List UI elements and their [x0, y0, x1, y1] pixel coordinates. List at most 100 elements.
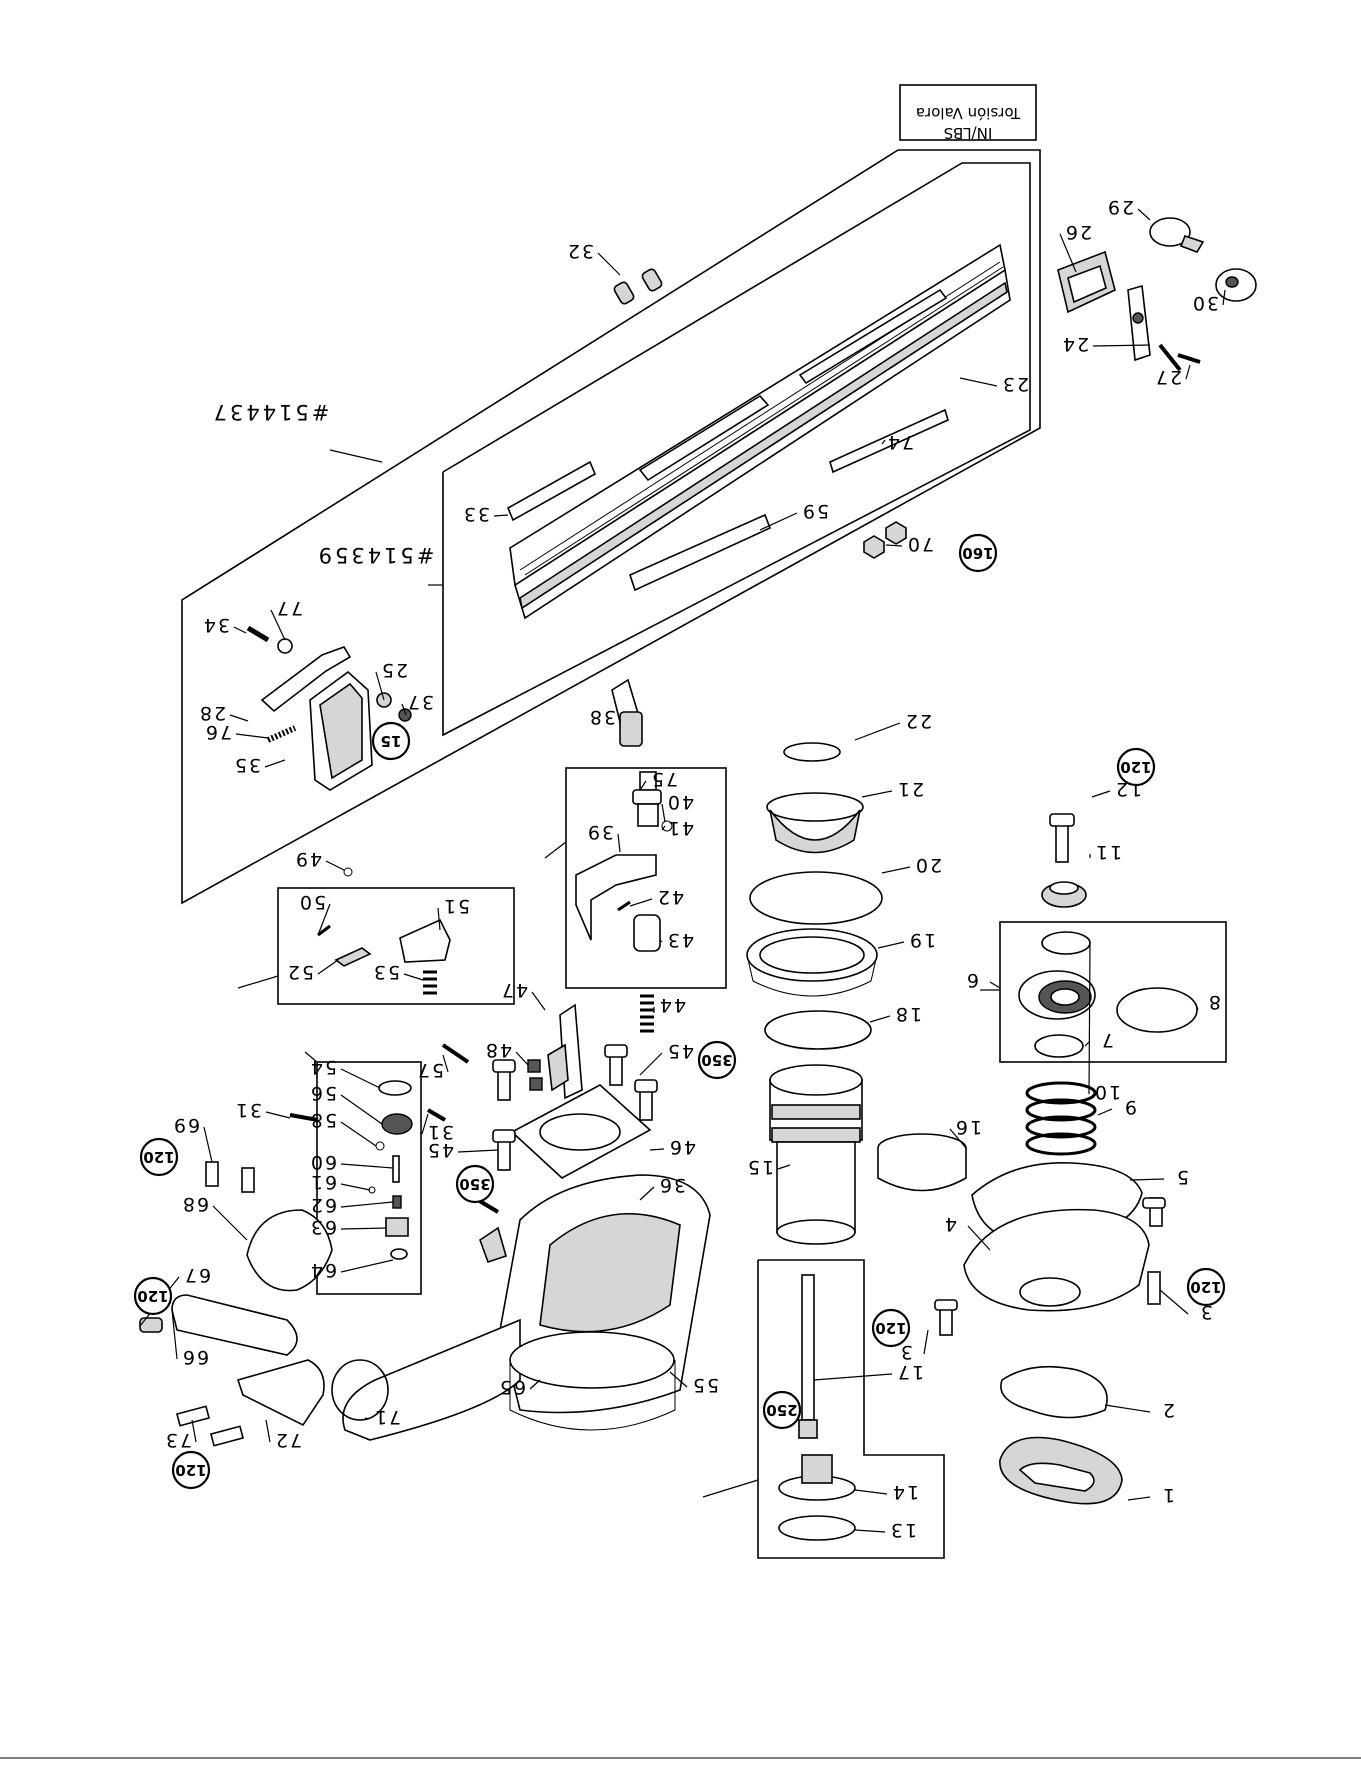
leader-line — [661, 825, 666, 831]
torque-badge: 120 — [133, 1276, 173, 1316]
part-label: 40 — [666, 791, 694, 813]
part-label: 56 — [309, 1082, 337, 1104]
leader-line — [265, 1419, 271, 1443]
leader-line — [1092, 344, 1151, 347]
part-61 — [479, 1226, 507, 1264]
part-label: 28 — [198, 702, 226, 724]
leader-line — [861, 790, 893, 798]
gasket-2 — [1000, 1365, 1108, 1419]
leader-line — [1129, 1178, 1165, 1181]
part-48 — [527, 1059, 543, 1091]
part-label: 65 — [498, 1376, 526, 1398]
bracket-67 — [171, 1294, 298, 1356]
torque-badge: 350 — [455, 1164, 495, 1204]
torque-badge: 120 — [871, 1308, 911, 1348]
part-label: 68 — [181, 1193, 209, 1215]
part-label: 5 — [1175, 1166, 1189, 1188]
leader-line — [1088, 943, 1091, 1095]
part-label: 58 — [309, 1109, 337, 1131]
part-label: 63 — [309, 1216, 337, 1238]
part-label: 57 — [416, 1059, 444, 1081]
leader-line — [1097, 1108, 1113, 1116]
bolt-12 — [1049, 813, 1075, 863]
part-label: 77 — [275, 597, 303, 619]
part-29-cap — [1149, 217, 1205, 253]
leader-line — [649, 1148, 665, 1151]
magazine-rail — [509, 243, 1011, 620]
part-label: 17 — [896, 1361, 924, 1383]
leader-line — [881, 439, 886, 445]
svg-text:120: 120 — [137, 1287, 168, 1305]
cap-22 — [783, 742, 841, 762]
part-label: 45 — [666, 1040, 694, 1062]
part-label: 8 — [1207, 991, 1221, 1013]
washer-78 — [277, 638, 293, 654]
leader-line — [669, 1371, 688, 1388]
leader-line — [885, 544, 903, 547]
piston-valve — [1018, 970, 1096, 1020]
part-50-pin — [317, 924, 331, 937]
leader-line — [1137, 208, 1151, 221]
svg-text:160: 160 — [962, 544, 993, 562]
part-label: 44 — [658, 994, 686, 1016]
torque-badge: 120 — [1186, 1267, 1226, 1307]
leader-line — [421, 1113, 429, 1135]
assembly-leader — [329, 449, 383, 463]
leader-line — [317, 903, 331, 936]
part-label: 59 — [801, 500, 829, 522]
part-label: 26 — [1064, 221, 1092, 243]
assembly-514437-outline — [181, 149, 1041, 905]
part-69 — [246, 1209, 333, 1292]
part-label: 11 — [1094, 841, 1122, 863]
leader-line — [203, 1126, 213, 1163]
leader-line — [229, 714, 249, 722]
svg-text:120: 120 — [1120, 758, 1151, 776]
part-label: 62 — [309, 1194, 337, 1216]
part-labels: 1233456789101112131415161718192021222324… — [164, 196, 1221, 1541]
part-19 — [746, 928, 878, 997]
leader-lines — [139, 208, 1226, 1533]
leader-line — [659, 939, 663, 943]
part-label: 70 — [906, 533, 934, 555]
leader-line — [777, 1164, 791, 1170]
spring-44 — [640, 994, 654, 1033]
part-label: 36 — [658, 1174, 686, 1196]
part-label: 42 — [656, 886, 684, 908]
leader-line — [923, 1329, 929, 1355]
lever-28 — [260, 646, 352, 713]
leader-line — [617, 833, 621, 853]
trigger-subassembly-box — [544, 767, 727, 989]
main-housing-36 — [342, 1174, 711, 1441]
driver-subassembly-box — [702, 1259, 945, 1559]
valve-subassembly-box — [980, 921, 1227, 1063]
leader-line — [869, 1015, 891, 1023]
part-label: 24 — [1061, 333, 1089, 355]
leader-line — [515, 1051, 529, 1066]
leader-line — [1084, 1041, 1090, 1047]
spring-77 — [266, 725, 297, 743]
part-49 — [343, 867, 353, 877]
plate-46 — [510, 1084, 652, 1179]
bolts-74 — [175, 1405, 245, 1447]
bolts-45 — [492, 1044, 658, 1171]
part-label: 66 — [181, 1346, 209, 1368]
leader-line — [1222, 289, 1226, 306]
torque-badge: 160 — [958, 533, 998, 573]
oring-41 — [661, 820, 673, 832]
part-39-trigger-arm — [575, 854, 657, 941]
part-26-bracket — [1057, 250, 1116, 314]
oring-13 — [778, 1515, 856, 1541]
part-label: 45 — [426, 1139, 454, 1161]
screw-32 — [613, 268, 663, 305]
part-label: 74 — [886, 431, 914, 453]
nut-71 — [863, 521, 907, 559]
part-label: 52 — [286, 961, 314, 983]
piston-14 — [778, 1454, 856, 1501]
leader-line — [854, 1529, 886, 1533]
leader-line — [375, 671, 385, 701]
leader-line — [457, 1149, 499, 1153]
leader-line — [340, 1259, 394, 1273]
